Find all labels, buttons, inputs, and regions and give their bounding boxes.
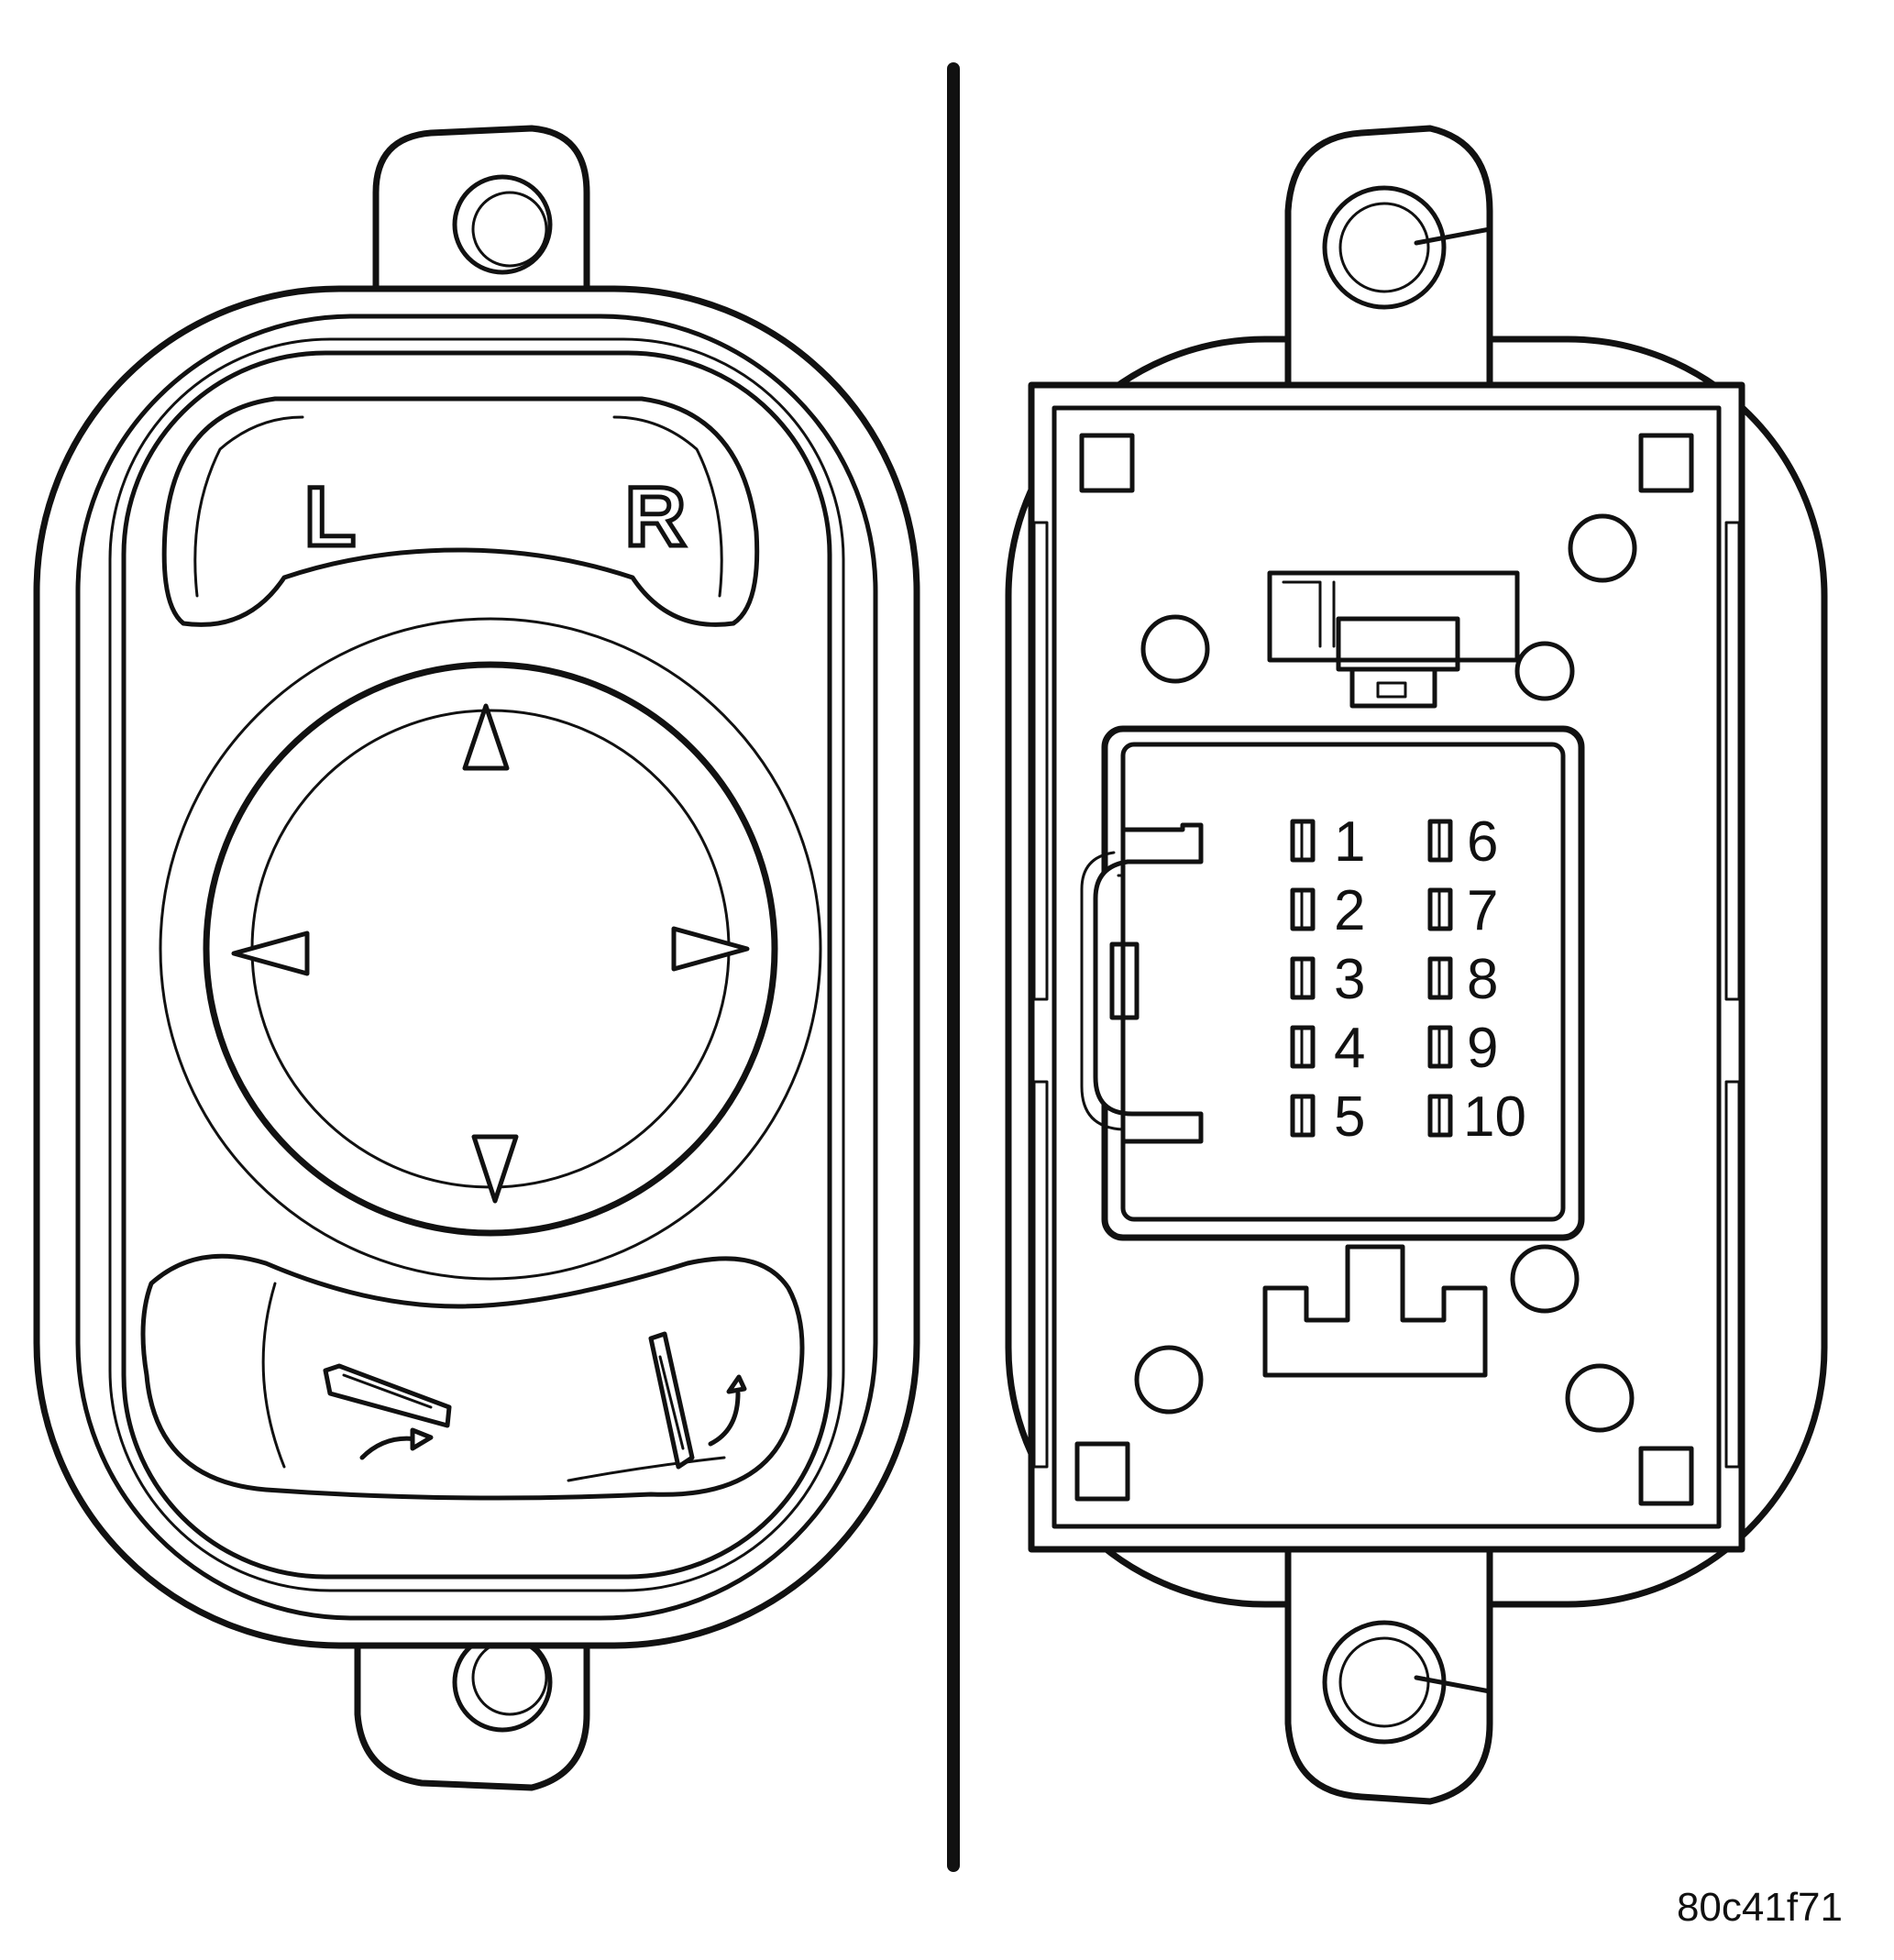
switch-front-view: L R xyxy=(33,125,920,1791)
mount-hole xyxy=(1322,185,1447,310)
bottom-mount-tab xyxy=(354,1610,590,1791)
top-mount-tab xyxy=(372,125,590,306)
mirror-fold-rocker[interactable] xyxy=(140,1253,805,1501)
arrow-right-icon[interactable] xyxy=(671,926,750,972)
pin-6: 6 xyxy=(1427,810,1498,874)
pin-2: 2 xyxy=(1290,879,1365,942)
arrow-down-icon[interactable] xyxy=(471,1134,519,1204)
pin-grid: 1 2 3 4 5 6 7 xyxy=(1290,810,1526,1149)
pin-label: 7 xyxy=(1467,879,1498,942)
switch-back-view: 1 2 3 4 5 6 7 xyxy=(1005,125,1828,1805)
pin-label: 8 xyxy=(1467,948,1498,1011)
bottom-latch xyxy=(1262,1244,1488,1378)
mirror-adjust-pad[interactable] xyxy=(159,617,822,1281)
right-mirror-label: R xyxy=(625,470,686,564)
top-latch xyxy=(1267,570,1520,709)
pin-10: 10 xyxy=(1427,1085,1526,1149)
pin-3: 3 xyxy=(1290,948,1365,1011)
bottom-mount-tab xyxy=(1284,1546,1493,1805)
figure-reference-code: 80c41f71 xyxy=(1677,1885,1843,1930)
wiring-connector xyxy=(1080,725,1585,1241)
left-mirror-label: L xyxy=(304,470,356,564)
pin-label: 2 xyxy=(1334,879,1365,942)
pin-1: 1 xyxy=(1290,810,1365,874)
pin-label: 6 xyxy=(1467,810,1498,874)
pin-4: 4 xyxy=(1290,1017,1365,1080)
pin-5: 5 xyxy=(1290,1085,1365,1149)
pin-label: 4 xyxy=(1334,1017,1365,1080)
pin-8: 8 xyxy=(1427,948,1498,1011)
pin-label: 5 xyxy=(1334,1085,1365,1149)
pin-9: 9 xyxy=(1427,1017,1498,1080)
fold-in-icon xyxy=(648,1331,747,1470)
pin-label: 1 xyxy=(1334,810,1365,874)
pin-label: 3 xyxy=(1334,948,1365,1011)
pin-label: 9 xyxy=(1467,1017,1498,1080)
fold-out-icon xyxy=(323,1363,452,1460)
mount-hole xyxy=(452,174,553,275)
top-mount-tab xyxy=(1284,125,1493,389)
arrow-left-icon[interactable] xyxy=(231,930,310,976)
pin-7: 7 xyxy=(1427,879,1498,942)
arrow-up-icon[interactable] xyxy=(462,703,510,771)
mirror-select-rocker[interactable]: L R xyxy=(161,396,760,627)
pin-label: 10 xyxy=(1463,1085,1526,1149)
